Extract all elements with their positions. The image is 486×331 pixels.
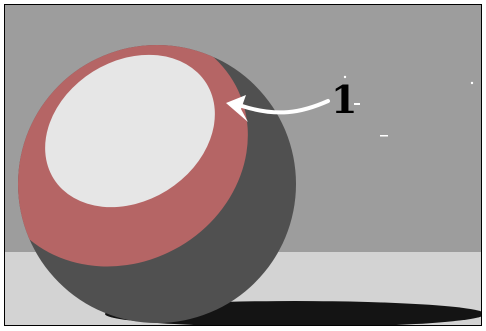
- sphere-illustration: 1: [5, 5, 481, 325]
- figure-frame: 1: [4, 4, 482, 326]
- label-tick: [354, 103, 360, 105]
- callout-label: 1: [331, 77, 357, 122]
- wall-speck: [471, 82, 473, 84]
- wall-speck: [380, 135, 388, 137]
